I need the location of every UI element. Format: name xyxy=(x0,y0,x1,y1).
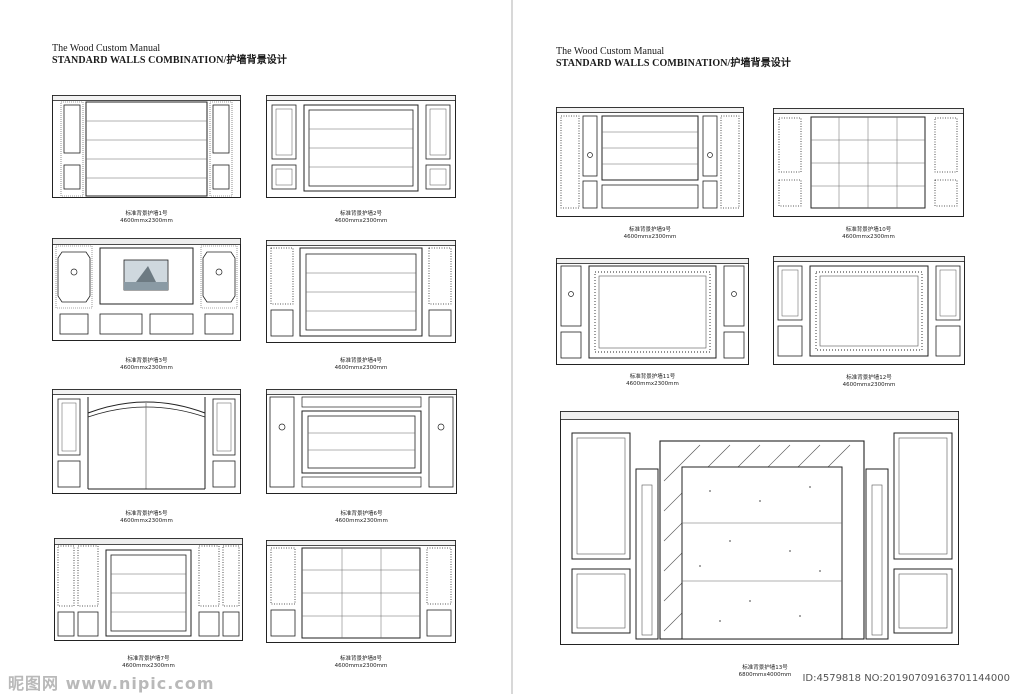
wall-3-label: 标准背景护墙3号 xyxy=(125,358,168,364)
wall-5-drawing xyxy=(52,389,241,494)
wall-11-drawing xyxy=(556,258,749,365)
wall-11-size: 4600mmx2300mm xyxy=(626,381,679,387)
wall-9-drawing xyxy=(556,107,744,217)
wall-1-size: 4600mmx2300mm xyxy=(120,218,173,224)
wall-4-caption: 标准背景护墙4号 4600mmx2300mm xyxy=(266,358,456,372)
wall-11-label: 标准背景护墙11号 xyxy=(629,374,676,380)
wall-3-caption: 标准背景护墙3号 4600mmx2300mm xyxy=(52,358,241,372)
wall-6-drawing xyxy=(266,389,457,494)
wall-panel-6: 标准背景护墙6号 4600mmx2300mm xyxy=(266,389,457,524)
left-page-heading: The Wood Custom Manual STANDARD WALLS CO… xyxy=(52,43,287,67)
wall-panel-8: 标准背景护墙8号 4600mmx2300mm xyxy=(266,540,456,670)
wall-3-drawing xyxy=(52,238,241,341)
section-title: STANDARD WALLS COMBINATION/护墙背景设计 xyxy=(556,58,791,69)
wall-9-caption: 标准背景护墙9号 4600mmx2300mm xyxy=(556,227,744,241)
wall-1-drawing xyxy=(52,95,241,198)
wall-panel-10: 标准背景护墙10号 4600mmx2300mm xyxy=(773,108,964,242)
wall-8-label: 标准背景护墙8号 xyxy=(340,656,382,662)
wall-11-caption: 标准背景护墙11号 4600mmx2300mm xyxy=(556,374,749,388)
wall-8-caption: 标准背景护墙8号 4600mmx2300mm xyxy=(266,656,456,670)
wall-5-size: 4600mmx2300mm xyxy=(120,518,173,524)
wall-10-caption: 标准背景护墙10号 4600mmx2300mm xyxy=(773,227,964,241)
wall-12-label: 标准背景护墙12号 xyxy=(846,375,892,381)
wall-13-label: 标准背景护墙13号 xyxy=(742,665,788,671)
wall-3-size: 4600mmx2300mm xyxy=(120,365,173,371)
wall-2-size: 4600mmx2300mm xyxy=(334,218,388,224)
manual-subtitle: The Wood Custom Manual xyxy=(52,43,161,54)
wall-8-size: 4600mmx2300mm xyxy=(334,663,388,669)
wall-9-size: 4600mmx2300mm xyxy=(623,234,677,240)
wall-13-drawing xyxy=(560,411,959,645)
wall-panel-4: 标准背景护墙4号 4600mmx2300mm xyxy=(266,240,456,372)
wall-10-size: 4600mmx2300mm xyxy=(842,234,895,240)
wall-2-caption: 标准背景护墙2号 4600mmx2300mm xyxy=(266,211,456,225)
wall-13-size: 6800mmx4000mm xyxy=(738,672,792,678)
section-title: STANDARD WALLS COMBINATION/护墙背景设计 xyxy=(52,55,287,66)
wall-7-size: 4600mmx2300mm xyxy=(122,663,175,669)
wall-5-label: 标准背景护墙5号 xyxy=(125,511,168,517)
wall-panel-9: 标准背景护墙9号 4600mmx2300mm xyxy=(556,107,744,242)
wall-13-caption: 标准背景护墙13号 6800mmx4000mm xyxy=(560,665,970,679)
wall-6-size: 4600mmx2300mm xyxy=(335,518,388,524)
wall-2-label: 标准背景护墙2号 xyxy=(340,211,382,217)
left-page: The Wood Custom Manual STANDARD WALLS CO… xyxy=(52,43,457,670)
wall-4-drawing xyxy=(266,240,456,343)
page-gutter xyxy=(511,0,513,694)
wall-5-caption: 标准背景护墙5号 4600mmx2300mm xyxy=(52,511,241,525)
right-page-heading: The Wood Custom Manual STANDARD WALLS CO… xyxy=(556,46,791,70)
wall-panel-13: 标准背景护墙13号 6800mmx4000mm xyxy=(560,411,970,691)
wall-10-label: 标准背景护墙10号 xyxy=(845,227,892,233)
wall-panel-5: 标准背景护墙5号 4600mmx2300mm xyxy=(52,389,241,524)
wall-panel-1: 标准背景护墙1号 4600mmx2300mm xyxy=(52,95,241,225)
wall-panel-11: 标准背景护墙11号 4600mmx2300mm xyxy=(556,258,749,388)
wall-4-label: 标准背景护墙4号 xyxy=(340,358,382,364)
wall-7-label: 标准背景护墙7号 xyxy=(127,656,170,662)
right-page: The Wood Custom Manual STANDARD WALLS CO… xyxy=(513,0,1024,694)
wall-4-size: 4600mmx2300mm xyxy=(334,365,388,371)
wall-panel-12: 标准背景护墙12号 4600mmx2300mm xyxy=(773,256,965,388)
wall-2-drawing xyxy=(266,95,456,198)
wall-panel-7: 标准背景护墙7号 4600mmx2300mm xyxy=(54,538,243,670)
wall-panel-3: 标准背景护墙3号 4600mmx2300mm xyxy=(52,238,241,372)
manual-subtitle: The Wood Custom Manual xyxy=(556,46,665,57)
wall-10-drawing xyxy=(773,108,964,217)
wall-12-caption: 标准背景护墙12号 4600mmx2300mm xyxy=(773,375,965,389)
wall-7-drawing xyxy=(54,538,243,641)
wall-9-label: 标准背景护墙9号 xyxy=(629,227,671,233)
wall-8-drawing xyxy=(266,540,456,643)
wall-1-caption: 标准背景护墙1号 4600mmx2300mm xyxy=(52,211,241,225)
wall-panel-2: 标准背景护墙2号 4600mmx2300mm xyxy=(266,95,456,225)
wall-12-size: 4600mmx2300mm xyxy=(842,382,896,388)
wall-1-label: 标准背景护墙1号 xyxy=(125,211,168,217)
wall-7-caption: 标准背景护墙7号 4600mmx2300mm xyxy=(54,656,243,670)
wall-6-label: 标准背景护墙6号 xyxy=(340,511,383,517)
wall-12-drawing xyxy=(773,256,965,365)
wall-6-caption: 标准背景护墙6号 4600mmx2300mm xyxy=(266,511,457,525)
